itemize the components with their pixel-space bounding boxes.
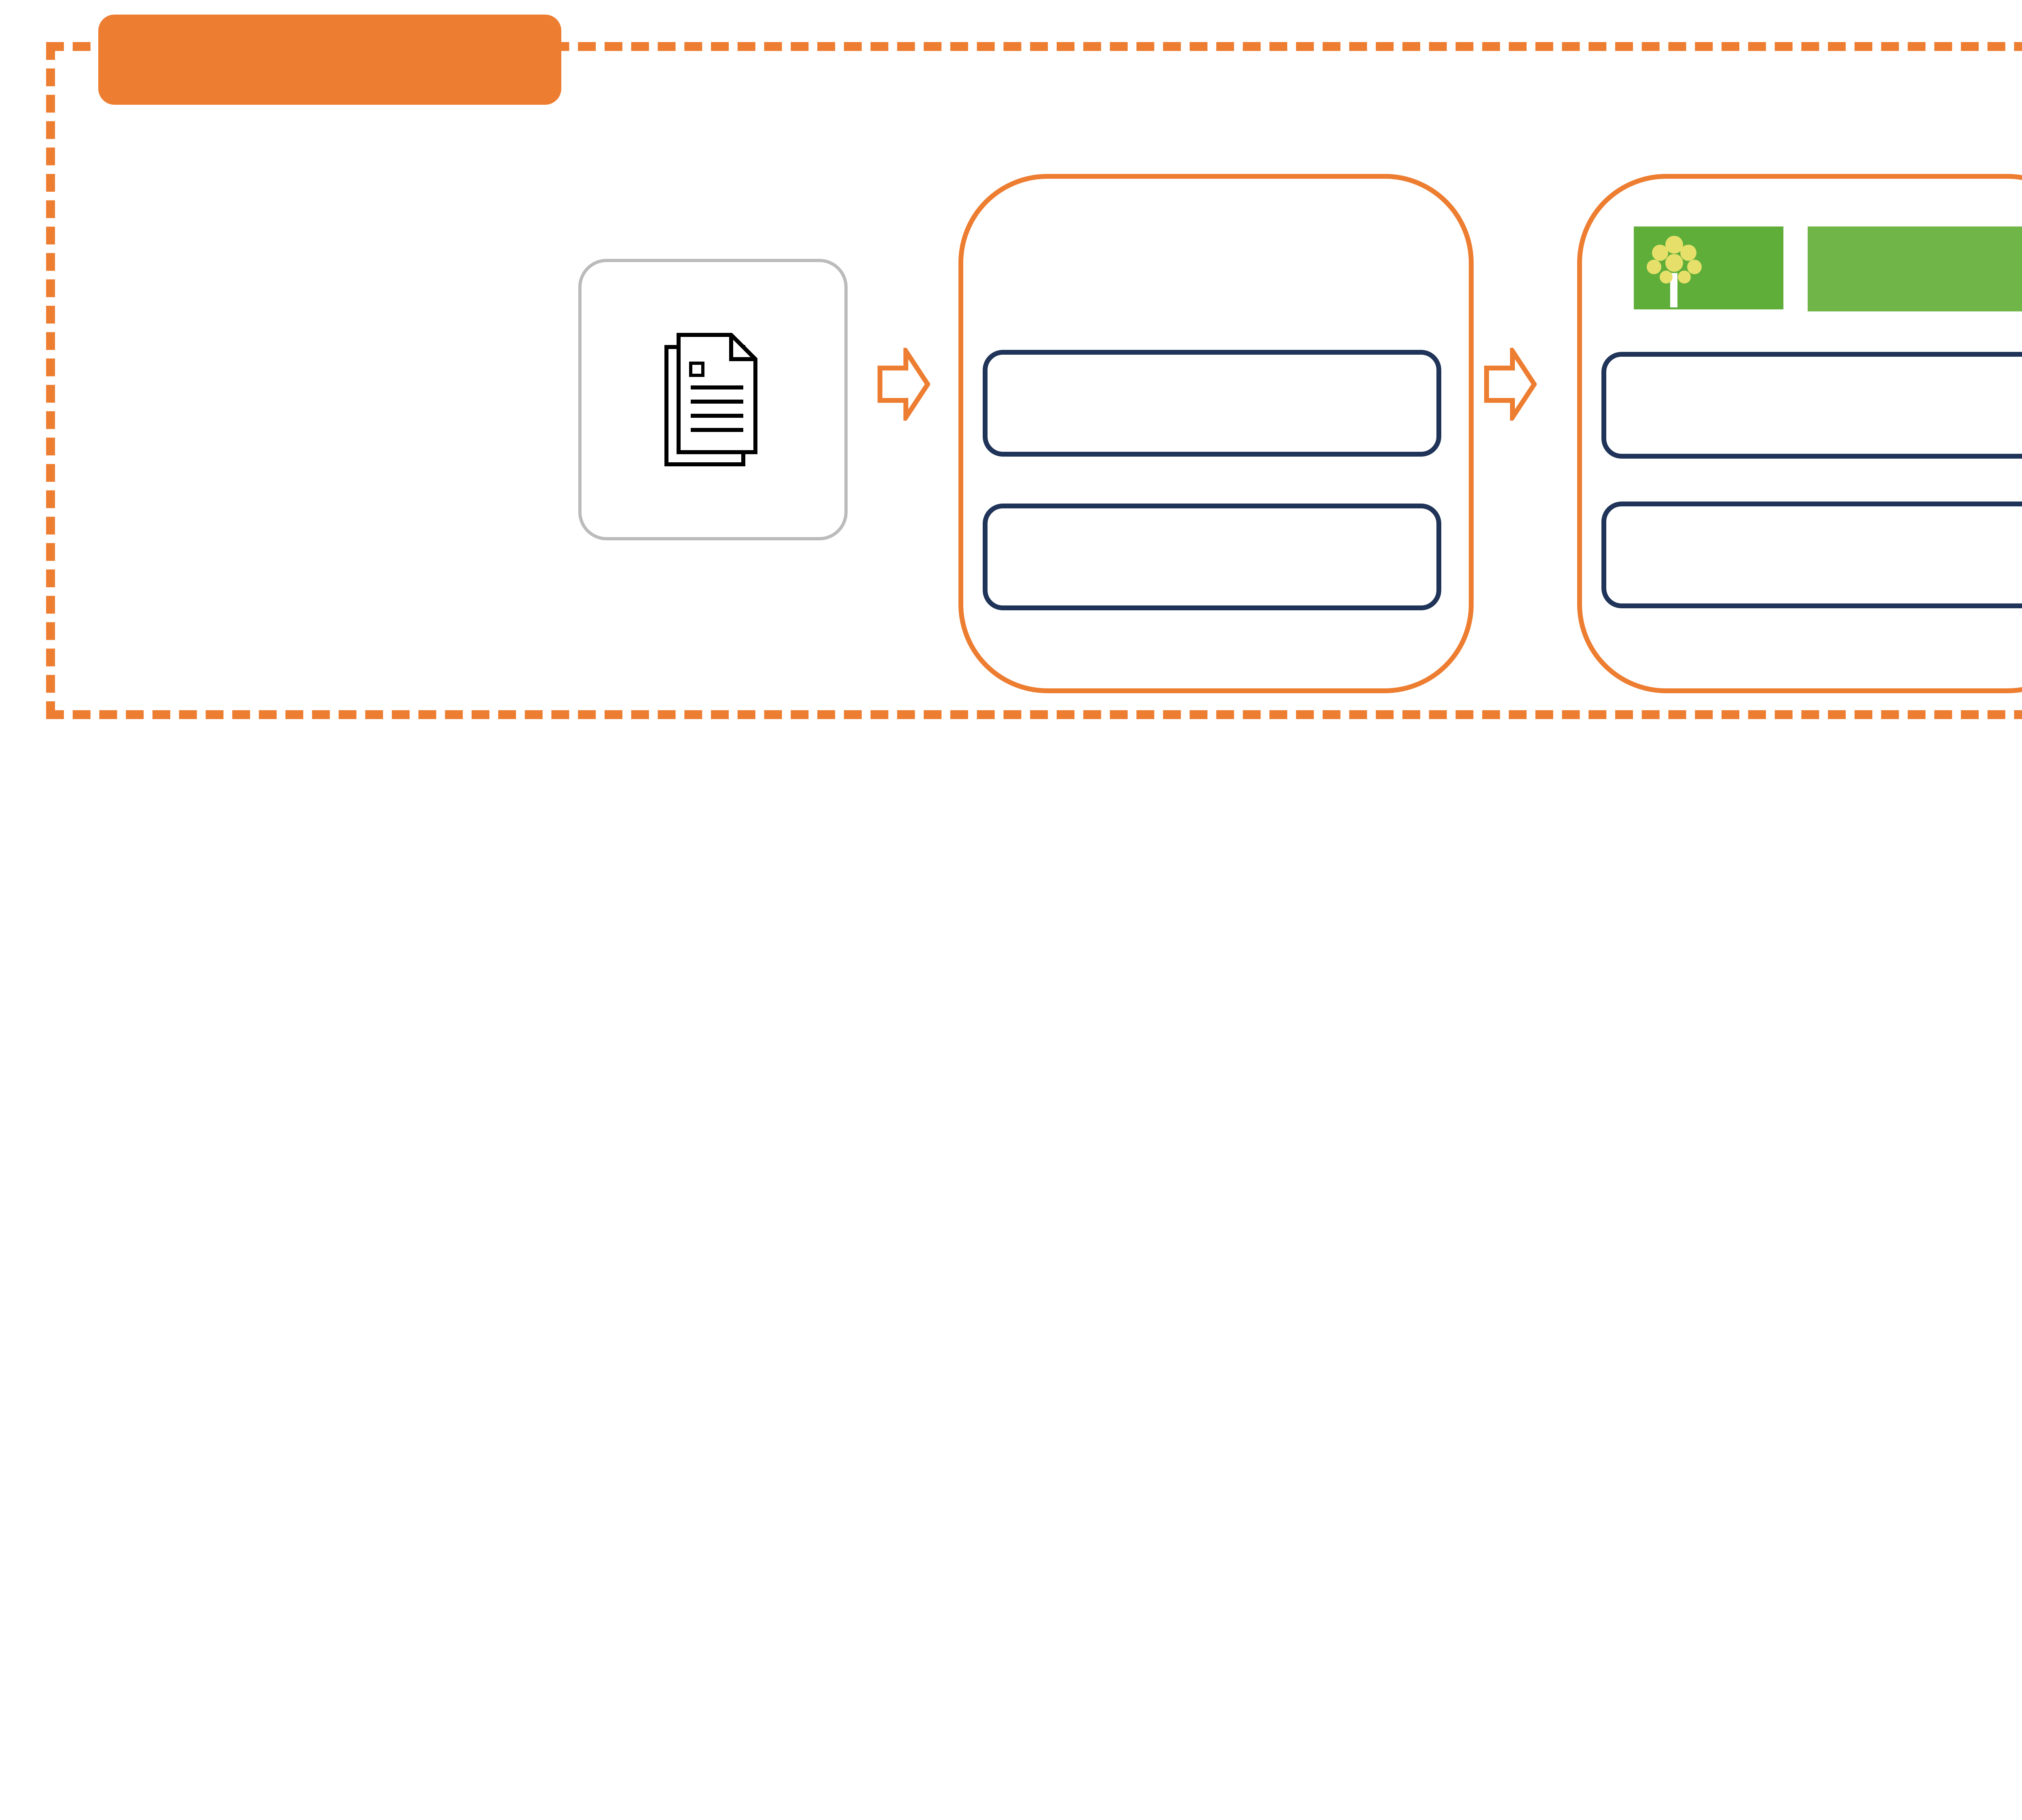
internal-factor-box (983, 504, 1441, 610)
pubmed-card (578, 259, 848, 540)
entity-recognition-box (1601, 352, 2022, 459)
external-factor-box (983, 350, 1441, 457)
entity-normalization-box (1601, 502, 2022, 608)
virus-dataset-badge (98, 15, 561, 105)
flow-arrow-icon (1484, 348, 1537, 421)
document-icon (664, 333, 757, 466)
umls-logo (1634, 226, 1783, 309)
metamap-logo (1808, 226, 2022, 311)
tree-icon (1647, 236, 1702, 307)
flow-arrow-icon (878, 348, 930, 421)
